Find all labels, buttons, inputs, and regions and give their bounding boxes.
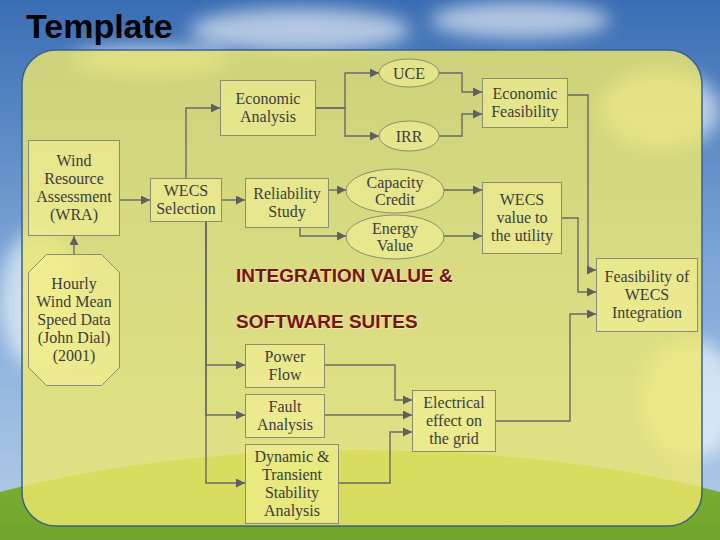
flow-arrow [562,218,596,292]
flow-arrow [206,222,245,365]
process-box: WECS Selection [150,178,222,222]
ellipse-shape [379,59,439,87]
overlay-caption: INTEGRATION VALUE & [236,264,453,288]
process-box: Feasibility of WECS Integration [596,258,698,332]
node-label: Capacity Credit [355,174,435,208]
octagon-shape [29,255,120,386]
flow-arrow [439,73,482,92]
flow-arrow [444,189,482,190]
process-box: Power Flow [245,344,325,388]
flow-arrow [316,108,379,136]
flow-arrow [120,199,150,200]
node-label: Reliability Study [250,185,324,221]
process-box: Electrical effect on the grid [412,390,496,452]
flow-arrow [325,414,412,415]
result-ellipse: UCE [378,58,440,88]
process-box: Economic Analysis [220,80,316,136]
node-label: Hourly Wind Mean Speed Data (John Dial) … [35,275,113,365]
process-box: Dynamic & Transient Stability Analysis [245,444,339,524]
flow-arrow [325,365,412,400]
content-panel [22,50,702,526]
flow-arrow [339,432,412,483]
node-label: IRR [396,128,423,145]
node-label: Economic Feasibility [487,85,563,121]
process-box: Economic Feasibility [482,78,568,128]
flow-arrow [439,114,482,136]
node-label: Dynamic & Transient Stability Analysis [250,448,334,520]
node-label: Energy Value [355,220,435,254]
flow-arrow [206,222,245,483]
result-ellipse: Energy Value [345,214,445,260]
node-label: Electrical effect on the grid [417,394,491,448]
flow-arrow [316,73,379,108]
ellipse-shape [346,169,444,213]
flow-arrow [222,199,245,200]
process-box: WECS value to the utility [482,182,562,254]
slide-title: Template [26,6,173,46]
node-label: Fault Analysis [250,398,320,434]
ellipse-shape [346,215,444,259]
result-ellipse: Capacity Credit [345,168,445,214]
flow-arrow [496,314,596,421]
node-label: Feasibility of WECS Integration [600,268,694,322]
process-box: Reliability Study [245,178,329,228]
node-label: Power Flow [251,348,319,384]
process-box: Fault Analysis [245,394,325,438]
flow-arrow [568,95,596,270]
flow-arrow [444,235,482,236]
node-label: Wind Resource Assessment (WRA) [33,152,115,224]
process-box: Wind Resource Assessment (WRA) [28,140,120,236]
flow-arrow [300,228,346,236]
overlay-caption: SOFTWARE SUITES [236,310,418,334]
flow-arrow [186,108,220,178]
ellipse-shape [379,121,439,151]
node-label: WECS Selection [154,182,218,218]
node-label: UCE [393,65,425,82]
flow-arrow [73,236,74,254]
flow-arrow [329,189,346,190]
result-ellipse: IRR [378,120,440,152]
data-octagon: Hourly Wind Mean Speed Data (John Dial) … [28,254,120,386]
node-label: Economic Analysis [225,90,311,126]
node-label: WECS value to the utility [487,191,557,245]
